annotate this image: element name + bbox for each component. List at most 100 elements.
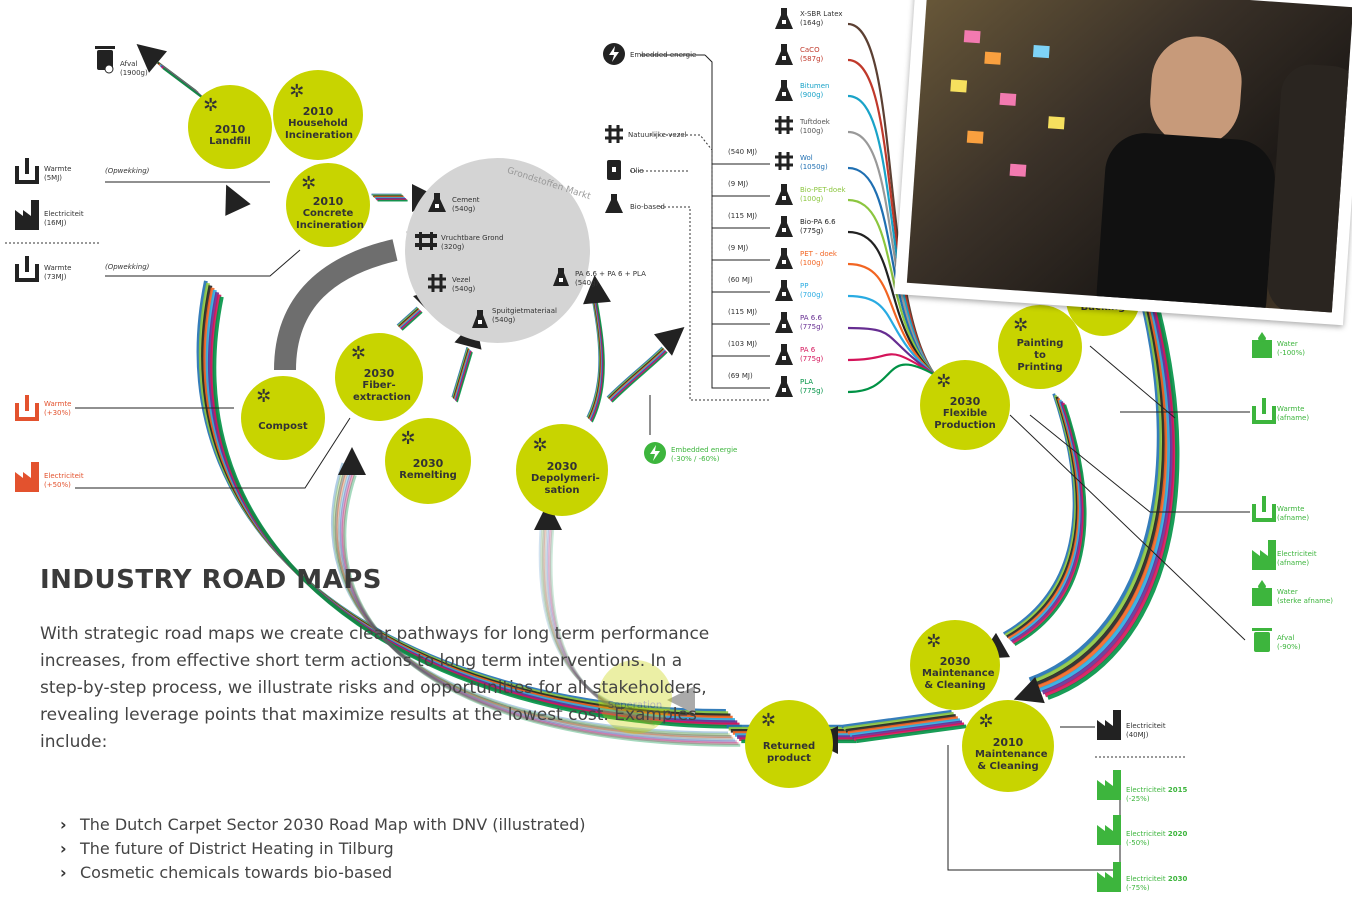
flow-band-strand bbox=[398, 308, 420, 328]
flow-band-strand bbox=[454, 349, 471, 401]
flow-band-strand bbox=[609, 349, 666, 401]
flow-band-strand bbox=[606, 346, 663, 398]
flow-band-strand bbox=[397, 307, 419, 327]
flow-band-strand bbox=[543, 523, 649, 720]
market-cement: Cement(540g) bbox=[452, 196, 480, 213]
flow-band-strand bbox=[1028, 288, 1162, 682]
examples-list: ›The Dutch Carpet Sector 2030 Road Map w… bbox=[60, 813, 586, 885]
flow-band-strand bbox=[401, 311, 423, 331]
flow-band-strand bbox=[451, 346, 468, 398]
flask-icon bbox=[605, 194, 623, 218]
gear-icon: ✲ bbox=[936, 370, 952, 392]
gear-icon: ✲ bbox=[978, 710, 994, 732]
warmte3-label: Warmte(+30%) bbox=[44, 400, 72, 417]
e2030-label: Electriciteit 2030(-75%) bbox=[1126, 875, 1188, 892]
material-flow-line bbox=[847, 130, 936, 376]
factory-icon bbox=[1097, 710, 1121, 744]
node-returned-product[interactable]: ✲Returned product bbox=[745, 700, 833, 788]
energy-label: (9 MJ) bbox=[728, 180, 749, 188]
flow-band-strand bbox=[398, 308, 420, 328]
flow-band-strand bbox=[853, 722, 965, 741]
flow-band-strand bbox=[400, 310, 422, 330]
flow-band-strand bbox=[400, 310, 422, 330]
flow-band-strand bbox=[1004, 394, 1078, 637]
flask-icon bbox=[775, 280, 793, 306]
bullet-icon: › bbox=[60, 815, 67, 834]
flask-icon bbox=[775, 8, 793, 34]
market-grond: Vruchtbare Grond(320g) bbox=[441, 234, 504, 251]
flow-band-strand bbox=[591, 301, 605, 423]
material-flow-line bbox=[847, 198, 936, 376]
gear-icon: ✲ bbox=[926, 630, 942, 652]
flow-band-strand bbox=[841, 709, 952, 729]
warmte2-label: Warmte(73MJ) bbox=[44, 264, 72, 281]
flow-band-strand bbox=[610, 350, 667, 402]
embedded2-label: Embedded energie(-30% / -60%) bbox=[671, 446, 738, 463]
gear-icon: ✲ bbox=[203, 94, 219, 116]
elec-b-label: Electriciteit(afname) bbox=[1277, 550, 1317, 567]
flow-band-strand bbox=[456, 351, 473, 403]
flow-arrow bbox=[136, 44, 167, 73]
heat-icon bbox=[15, 256, 39, 288]
raw-material-market bbox=[405, 158, 590, 343]
workshop-photo bbox=[894, 0, 1352, 326]
material-label: Wol(1050g) bbox=[800, 154, 828, 171]
flow-band-strand bbox=[453, 349, 471, 400]
factory-icon bbox=[1097, 815, 1121, 849]
flow-band-strand bbox=[1047, 307, 1180, 700]
material-label: Bitumen(900g) bbox=[800, 82, 830, 99]
node-painting-to-printing[interactable]: ✲Painting to Printing bbox=[998, 305, 1082, 389]
flask-icon bbox=[553, 268, 569, 290]
oil-barrel-icon bbox=[607, 160, 621, 184]
fiber-icon bbox=[605, 125, 623, 147]
water-icon bbox=[1252, 332, 1272, 362]
material-label: CaCO(587g) bbox=[800, 46, 824, 63]
page-title: INDUSTRY ROAD MAPS bbox=[40, 565, 383, 595]
flow-arrow bbox=[534, 502, 562, 530]
material-label: PLA(775g) bbox=[800, 378, 824, 395]
opwekking-label: (Opwekking) bbox=[105, 263, 150, 271]
factory-icon bbox=[1097, 862, 1121, 896]
warmte-b-label: Warmte(afname) bbox=[1277, 505, 1310, 522]
flow-band-strand bbox=[338, 469, 736, 742]
list-item: ›The Dutch Carpet Sector 2030 Road Map w… bbox=[60, 813, 586, 837]
flow-band-strand bbox=[1041, 302, 1175, 695]
intro-paragraph: With strategic road maps we create clear… bbox=[40, 624, 710, 752]
opwekking-label: (Opwekking) bbox=[105, 167, 150, 175]
elec40-label: Electriciteit(40MJ) bbox=[1126, 722, 1166, 739]
flask-icon bbox=[775, 376, 793, 402]
material-flow-line bbox=[847, 230, 936, 376]
material-flow-line bbox=[847, 353, 936, 376]
heat-icon bbox=[1252, 496, 1276, 528]
water2-label: Water(sterke afname) bbox=[1277, 588, 1333, 605]
factory-icon bbox=[15, 462, 39, 496]
material-flow-line bbox=[847, 294, 936, 376]
node-seperation[interactable]: Seperation bbox=[598, 660, 672, 734]
fiber-icon bbox=[775, 116, 793, 138]
flow-band-strand bbox=[540, 520, 646, 717]
node-compost[interactable]: ✲Compost bbox=[241, 376, 325, 460]
warmte1-label: Warmte(5MJ) bbox=[44, 165, 72, 182]
fiber-icon bbox=[775, 152, 793, 174]
material-flow-bands bbox=[136, 22, 1180, 754]
flow-band-strand bbox=[339, 471, 737, 744]
flask-icon bbox=[775, 216, 793, 242]
trash-icon bbox=[1252, 626, 1272, 658]
warmte-a-label: Warmte(afname) bbox=[1277, 405, 1310, 422]
flow-band-strand bbox=[452, 347, 469, 399]
flow-band-strand bbox=[608, 348, 665, 400]
flow-arrow bbox=[583, 275, 611, 305]
flow-band-strand bbox=[843, 711, 954, 731]
flow-band-strand bbox=[548, 528, 654, 725]
flow-band-strand bbox=[549, 529, 656, 727]
